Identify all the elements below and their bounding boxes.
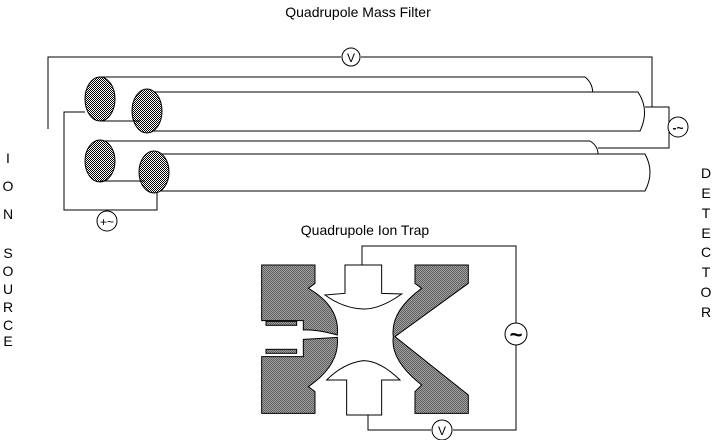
svg-text:O: O (3, 263, 14, 279)
ion-source-label: I O N S O U R C E (3, 150, 14, 349)
ion-gate-upper (265, 320, 298, 326)
rod-bottom-front (138, 150, 651, 194)
svg-text:O: O (701, 284, 712, 300)
svg-text:C: C (701, 244, 711, 260)
svg-text:T: T (702, 205, 711, 221)
svg-text:E: E (701, 225, 710, 241)
bottom-endcap-arrow (325, 360, 402, 416)
detector-label: D E T E C T O R (701, 165, 712, 320)
svg-text:S: S (3, 245, 12, 261)
svg-text:T: T (702, 264, 711, 280)
rod-top-front (131, 88, 645, 134)
left-electrode-lower (261, 336, 338, 414)
rf-wire-trap (361, 245, 517, 431)
left-electrode-upper (261, 264, 338, 336)
right-electrode (392, 264, 469, 414)
rf-wire-left (63, 111, 158, 211)
dc-source-trap-circle (431, 419, 453, 440)
mass-filter-title: Quadrupole Mass Filter (285, 4, 431, 20)
rf-symbol-right: -~ (672, 121, 683, 135)
svg-text:N: N (3, 206, 13, 222)
svg-text:E: E (3, 333, 12, 349)
rf-source-left-circle (96, 210, 118, 232)
top-endcap-arrow (323, 264, 404, 310)
ion-trap-wires (361, 245, 528, 440)
svg-text:U: U (3, 281, 13, 297)
svg-text:O: O (3, 178, 14, 194)
ion-trap-title: Quadrupole Ion Trap (301, 222, 430, 238)
rf-source-trap-circle (504, 322, 528, 346)
ion-gate-lower (265, 348, 298, 354)
rf-symbol-left: +~ (100, 215, 114, 229)
dc-source-circle (341, 47, 361, 67)
svg-text:E: E (701, 185, 710, 201)
trap-dc-symbol: V (438, 424, 446, 438)
svg-text:D: D (701, 165, 711, 181)
trap-rf-symbol: ~ (510, 322, 523, 347)
ion-trap (261, 264, 469, 416)
mass-filter (47, 47, 689, 232)
svg-text:R: R (701, 304, 711, 320)
rf-source-right-circle (667, 116, 689, 138)
svg-text:R: R (3, 299, 13, 315)
svg-text:C: C (3, 317, 13, 333)
svg-text:I: I (6, 150, 10, 166)
dc-symbol: V (347, 51, 355, 65)
